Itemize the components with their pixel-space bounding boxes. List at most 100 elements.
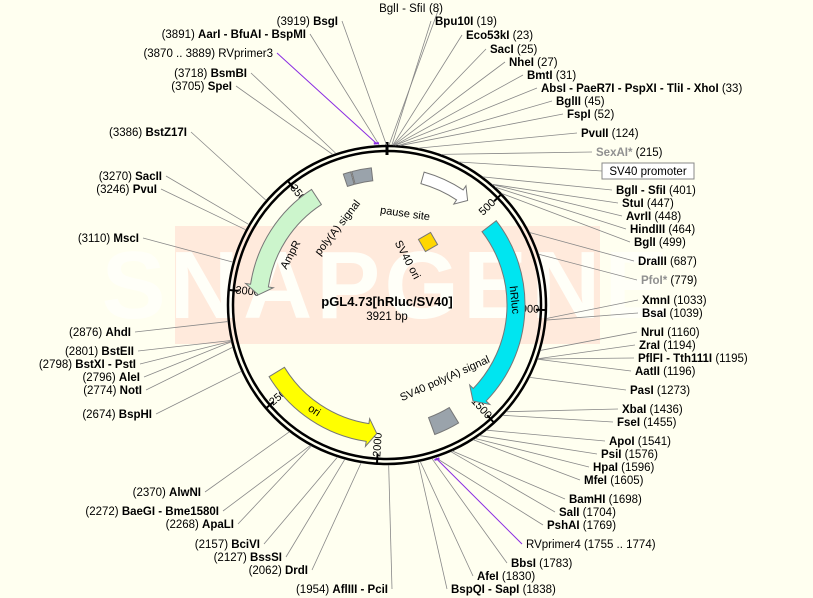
site-label-hindiii: HindIII (464) (630, 224, 695, 236)
site-leader (388, 464, 393, 590)
site-label-bsai: BsaI (1039) (642, 308, 703, 320)
tick-mark (493, 192, 503, 203)
site-label-alwni: (2370) AlwNI (133, 487, 201, 499)
site-label-fsei: FseI (1455) (617, 417, 677, 429)
tick-mark (264, 400, 275, 410)
site-leader (486, 429, 606, 442)
feature-ampr (244, 188, 323, 296)
site-label-bgli-sfii: BglI - SfiI (8) (379, 3, 443, 15)
site-leader (435, 457, 544, 526)
site-leader (391, 20, 432, 146)
site-label-bmti: BmtI (31) (527, 70, 576, 82)
site-leader (452, 450, 566, 500)
plasmid-title: pGL4.73[hRluc/SV40] (321, 294, 452, 309)
site-label-bcivi: (2157) BciVI (195, 539, 260, 551)
site-label-aari-bfuai-bspmi: (3891) AarI - BfuAI - BspMI (162, 29, 306, 41)
site-label-bsmbi: (3718) BsmBI (174, 68, 247, 80)
site-leader (204, 431, 290, 493)
site-label-apali: (2268) ApaLI (166, 519, 234, 531)
site-label-baegi-bme1580i: (2272) BaeGI - Bme1580I (85, 506, 219, 518)
promoter-leader (458, 161, 603, 172)
site-leader (537, 357, 635, 360)
site-label-mfei: MfeI (1605) (584, 475, 644, 487)
site-leader (394, 74, 524, 146)
site-label-sali: SalI (1704) (559, 507, 616, 519)
primer-arc (434, 457, 440, 461)
tick-mark (227, 288, 239, 292)
site-leader (482, 176, 613, 191)
site-leader (143, 341, 232, 378)
site-label-hpai: HpaI (1596) (593, 462, 655, 474)
site-label-bstz17i: (3386) BstZ17I (109, 127, 187, 139)
site-label-bamhi: BamHI (1698) (569, 494, 642, 506)
sv40-ori-marker (417, 231, 439, 253)
site-label-pvui: (3246) PvuI (96, 184, 157, 196)
site-label-pasi: PasI (1273) (630, 385, 690, 397)
site-label-bsgi: (3919) BsgI (277, 16, 338, 28)
tick-mark (286, 179, 295, 190)
site-label-aatii: AatII (1196) (635, 366, 696, 378)
site-label-alei: (2796) AleI (82, 372, 140, 384)
site-leader (393, 48, 487, 146)
site-leader (341, 20, 387, 146)
site-label-spei: (3705) SpeI (171, 81, 232, 93)
site-leader (502, 414, 614, 423)
site-leader (134, 321, 228, 333)
site-label-drdi: (2062) DrdI (249, 565, 308, 577)
ori-label: ori (306, 403, 323, 420)
site-leader (235, 85, 333, 155)
sv40-promoter-box (601, 162, 695, 180)
site-label-nhei: NheI (27) (509, 57, 558, 69)
site-leader (388, 7, 440, 146)
site-leader (540, 331, 638, 351)
site-leader (285, 459, 346, 558)
site-leader (155, 370, 242, 415)
site-leader (139, 340, 232, 365)
site-leader (495, 186, 627, 230)
site-leader (145, 346, 233, 391)
primer-leader (436, 458, 523, 545)
site-label-bspqi-sapi: BspQI - SapI (1838) (451, 584, 556, 596)
site-label-bgli-sfii: BglI - SfiI (401) (616, 185, 696, 197)
tick-mark (375, 453, 379, 465)
site-leader (475, 438, 590, 468)
site-leader (309, 33, 380, 146)
site-label-xmni: XmnI (1033) (642, 295, 707, 307)
site-label-msci: (3110) MscI (78, 233, 139, 245)
primer-leader (276, 52, 377, 144)
site-leader (491, 183, 619, 204)
site-labels: BglI - SfiI (8)Bpu10I (19)Eco53kI (23)Sa… (39, 3, 748, 596)
site-leader (400, 113, 564, 146)
site-label-pvuii: PvuII (124) (581, 128, 639, 140)
sv40-promoter-label: SV40 promoter (609, 166, 687, 178)
site-label-pshai: PshAI (1769) (547, 520, 616, 532)
site-leader (501, 193, 631, 243)
site-label-absi-paer7i-pspxi-tlii-xhoi: AbsI - PaeR7I - PspXI - TliI - XhoI (33) (541, 83, 742, 95)
site-leader (506, 408, 619, 413)
site-leader (190, 131, 267, 201)
site-leader (160, 188, 246, 231)
site-label-bglii: BglII (45) (556, 96, 605, 108)
site-label-bsteii: (2801) BstEII (65, 346, 134, 358)
hrluc-label: hRluc (507, 285, 522, 315)
feature-pause-site (351, 167, 374, 185)
site-label-bsphi: (2674) BspHI (82, 409, 152, 421)
site-leader (450, 451, 556, 513)
site-leader (537, 358, 632, 372)
site-label-draiii: DraIII (687) (638, 256, 697, 268)
site-leader (418, 132, 578, 149)
site-leader (222, 445, 311, 512)
site-label-afei: AfeI (1830) (477, 571, 535, 583)
feature-sv40-promoter (420, 171, 469, 205)
feature-sv40-poly-a-signal (427, 406, 460, 436)
site-label-noti: (2774) NotI (83, 385, 142, 397)
site-label-psii: PsiI (1576) (601, 449, 658, 461)
site-leader (393, 61, 506, 146)
site-leader (250, 72, 337, 154)
site-label-bpu10i: Bpu10I (19) (435, 16, 497, 28)
site-leader (529, 376, 627, 391)
site-leader (419, 461, 474, 577)
watermark-text: SNAPGENE (102, 232, 673, 339)
